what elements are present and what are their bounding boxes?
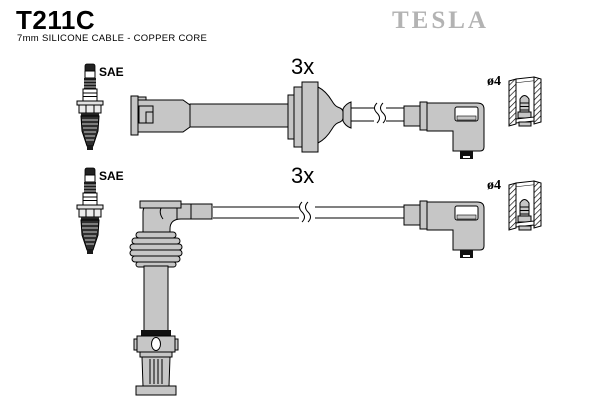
angled-boot-drawing bbox=[403, 101, 485, 160]
cable-drawing bbox=[213, 201, 404, 223]
terminal-cross-section bbox=[508, 76, 542, 127]
cable-drawing bbox=[351, 102, 404, 124]
angled-boot-drawing bbox=[403, 200, 485, 259]
brand-logo: TESLA bbox=[392, 7, 489, 34]
quantity-label-row1: 3x bbox=[291, 54, 315, 79]
grommet-seal-drawing bbox=[287, 81, 352, 153]
page-title: T211C bbox=[16, 5, 96, 35]
terminal-diameter-label-row1: ø4 bbox=[487, 74, 501, 89]
quantity-label-row2: 3x bbox=[291, 163, 315, 188]
straight-boot-drawing bbox=[130, 95, 289, 136]
cable-spec-subtitle: 7mm SILICONE CABLE - COPPER CORE bbox=[17, 33, 208, 44]
plug-standard-label-row1: SAE bbox=[99, 65, 124, 79]
terminal-diameter-label-row2: ø4 bbox=[487, 178, 501, 193]
terminal-cross-section bbox=[508, 180, 542, 231]
coil-top-boot-drawing bbox=[129, 200, 213, 396]
plug-standard-label-row2: SAE bbox=[99, 169, 124, 183]
